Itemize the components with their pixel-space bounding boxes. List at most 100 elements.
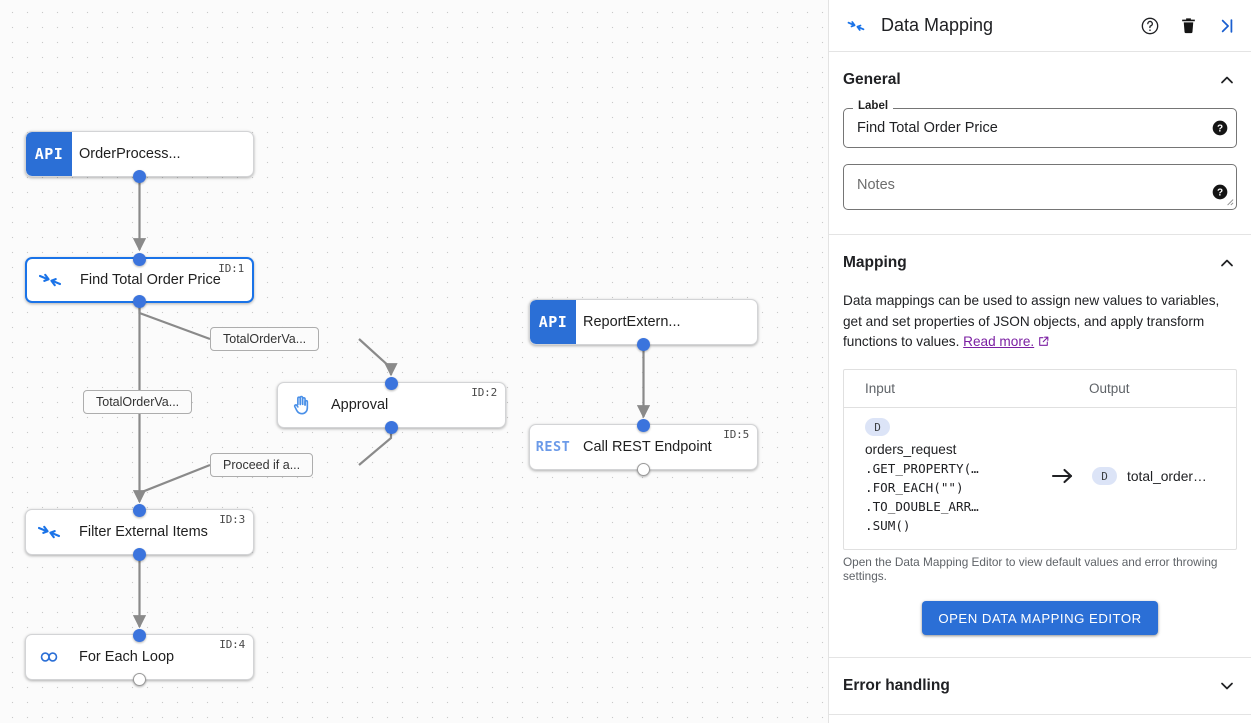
- label-input[interactable]: [855, 119, 1206, 137]
- input-expr-line: .SUM(): [865, 518, 911, 533]
- mapping-section-title: Mapping: [843, 254, 907, 271]
- data-mapping-icon: [26, 510, 72, 554]
- error-handling-section: Error handling: [829, 658, 1251, 714]
- node-label: OrderProcess...: [79, 146, 181, 162]
- loop-infinity-icon: [26, 635, 72, 679]
- input-variable-name: orders_request: [865, 442, 957, 457]
- node-label: Find Total Order Price: [80, 272, 221, 288]
- chevron-up-icon[interactable]: [1217, 253, 1237, 273]
- node-id-badge: ID:3: [219, 513, 245, 526]
- node-output-port[interactable]: [637, 337, 650, 351]
- mapping-button-row: OPEN DATA MAPPING EDITOR: [843, 583, 1237, 657]
- node-label: For Each Loop: [79, 649, 175, 665]
- node-id-badge: ID:5: [723, 428, 749, 441]
- resize-grip-icon[interactable]: [1223, 195, 1234, 208]
- notes-input[interactable]: [855, 176, 1206, 194]
- flow-node-call-rest-endpoint[interactable]: REST Call REST Endpoint ID:5: [529, 418, 758, 476]
- node-label: Filter External Items: [79, 524, 208, 540]
- data-mapping-icon: [27, 259, 73, 301]
- chevron-up-icon[interactable]: [1217, 70, 1237, 90]
- section-divider: [829, 234, 1251, 235]
- column-header-output: Output: [1089, 380, 1130, 396]
- output-variable-name: total_order…: [1127, 468, 1207, 484]
- read-more-link[interactable]: Read more.: [963, 334, 1035, 349]
- node-output-port[interactable]: [133, 169, 146, 183]
- mapping-input-expression: orders_request .GET_PROPERTY(… .FOR_EACH…: [865, 440, 1034, 535]
- node-output-port[interactable]: [133, 547, 146, 561]
- general-section-title: General: [843, 71, 901, 88]
- page-title: Data Mapping: [881, 15, 994, 35]
- edge-layer: [132, 177, 651, 629]
- node-input-port[interactable]: [133, 252, 146, 266]
- api-icon: API: [26, 132, 72, 176]
- output-type-badge: D: [1092, 467, 1117, 486]
- column-header-input: Input: [865, 380, 896, 396]
- help-icon[interactable]: [1139, 15, 1161, 37]
- svg-text:?: ?: [1217, 188, 1223, 199]
- notes-field[interactable]: ?: [843, 164, 1237, 210]
- data-mapping-icon: [843, 16, 869, 36]
- label-field[interactable]: Label ?: [843, 100, 1237, 148]
- mapping-input-cell: D orders_request .GET_PROPERTY(… .FOR_EA…: [844, 418, 1034, 536]
- general-section-header[interactable]: General: [843, 52, 1237, 108]
- external-link-icon[interactable]: [1037, 334, 1050, 355]
- node-id-badge: ID:4: [219, 638, 245, 651]
- input-expr-line: .TO_DOUBLE_ARR…: [865, 499, 979, 514]
- mapping-output-cell: D total_order…: [1092, 467, 1236, 486]
- node-label: Approval: [331, 397, 389, 413]
- flow-node-reportextern[interactable]: API ReportExtern...: [529, 299, 758, 351]
- rest-icon: REST: [535, 439, 571, 455]
- approval-hand-icon: [278, 383, 324, 427]
- mapping-description: Data mappings can be used to assign new …: [843, 291, 1237, 369]
- properties-panel: Data Mapping: [829, 0, 1251, 723]
- panel-header-actions: [1139, 15, 1237, 37]
- node-input-port[interactable]: [637, 418, 650, 432]
- node-id-badge: ID:1: [218, 262, 244, 275]
- label-help-icon[interactable]: ?: [1212, 120, 1228, 136]
- node-label: Call REST Endpoint: [583, 439, 712, 455]
- input-expr-line: .FOR_EACH(""): [865, 480, 964, 495]
- mapping-hint: Open the Data Mapping Editor to view def…: [843, 555, 1218, 583]
- edge-label[interactable]: TotalOrderVa...: [210, 327, 320, 351]
- flow-node-filter-external-items[interactable]: Filter External Items ID:3: [25, 503, 254, 561]
- svg-text:?: ?: [1217, 124, 1223, 135]
- input-type-badge: D: [865, 418, 890, 436]
- flow-node-orderprocess[interactable]: API OrderProcess...: [25, 131, 254, 183]
- mapping-table-header: Input Output: [844, 370, 1236, 408]
- mapping-section: Mapping Data mappings can be used to ass…: [829, 235, 1251, 657]
- open-data-mapping-editor-button[interactable]: OPEN DATA MAPPING EDITOR: [922, 601, 1158, 635]
- delete-icon[interactable]: [1177, 15, 1199, 37]
- mapping-description-text: Data mappings can be used to assign new …: [843, 293, 1220, 349]
- node-id-badge: ID:2: [471, 386, 497, 399]
- node-output-port[interactable]: [133, 672, 146, 686]
- chevron-down-icon[interactable]: [1217, 676, 1237, 696]
- table-row[interactable]: D orders_request .GET_PROPERTY(… .FOR_EA…: [844, 408, 1236, 550]
- label-field-legend: Label: [855, 100, 892, 112]
- edge-label[interactable]: TotalOrderVa...: [83, 390, 193, 414]
- node-input-port[interactable]: [133, 628, 146, 642]
- edge-label[interactable]: Proceed if a...: [210, 453, 314, 477]
- node-output-port[interactable]: [133, 294, 146, 308]
- section-divider: [829, 657, 1251, 658]
- node-input-port[interactable]: [133, 503, 146, 517]
- notes-help-icon[interactable]: ?: [1212, 184, 1228, 200]
- node-label: ReportExtern...: [583, 314, 681, 330]
- mapping-section-header[interactable]: Mapping: [843, 235, 1237, 291]
- collapse-panel-icon[interactable]: [1215, 15, 1237, 37]
- api-icon: API: [530, 300, 576, 344]
- panel-header: Data Mapping: [829, 0, 1251, 52]
- mapping-table: Input Output D orders_request .GET_PROPE…: [843, 368, 1237, 550]
- flow-canvas[interactable]: API OrderProcess... Find Total Order Price…: [0, 0, 829, 723]
- node-output-port[interactable]: [637, 462, 650, 476]
- flow-node-approval[interactable]: Approval ID:2: [277, 376, 506, 434]
- error-handling-section-header[interactable]: Error handling: [843, 658, 1237, 714]
- error-handling-section-title: Error handling: [843, 677, 950, 694]
- node-output-port[interactable]: [385, 420, 398, 434]
- input-expr-line: .GET_PROPERTY(…: [865, 461, 979, 476]
- node-input-port[interactable]: [385, 376, 398, 390]
- section-divider: [829, 714, 1251, 715]
- general-section: General Label ? ?: [829, 52, 1251, 234]
- mapping-arrow-icon: [1034, 466, 1092, 486]
- flow-node-for-each-loop[interactable]: For Each Loop ID:4: [25, 628, 254, 686]
